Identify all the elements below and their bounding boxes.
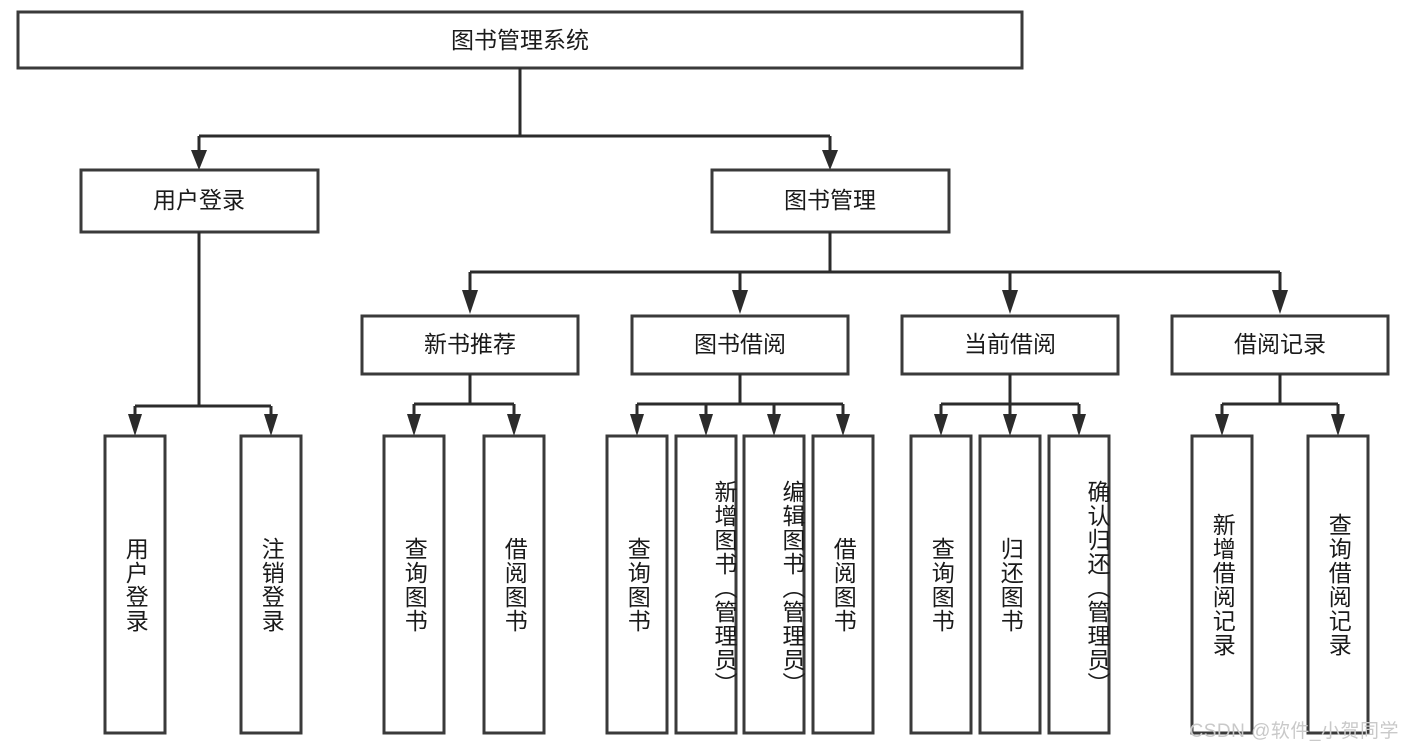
- node-current-borrow-box[interactable]: [900, 314, 1120, 376]
- arrowhead-book-borrow-leaf-1-icon: [630, 414, 644, 436]
- leaf-box-new-book-1[interactable]: [382, 434, 446, 735]
- leaf-box-current-borrow-2[interactable]: [978, 434, 1042, 735]
- leaf-box-book-borrow-4[interactable]: [811, 434, 875, 735]
- arrowhead-level3-3-icon: [1002, 290, 1018, 314]
- arrowhead-new-book-leaf-1-icon: [407, 414, 421, 436]
- node-root[interactable]: 图书管理系统: [16, 10, 1024, 70]
- arrowhead-level2-2-icon: [822, 150, 838, 170]
- arrowhead-current-borrow-leaf-2-icon: [1003, 414, 1017, 436]
- node-user-login-label: 用户登录: [153, 187, 245, 213]
- leaf-box-book-borrow-1[interactable]: [605, 434, 669, 735]
- arrowhead-borrow-record-leaf-2-icon: [1331, 414, 1345, 436]
- node-new-book-recommend-box[interactable]: [360, 314, 580, 376]
- arrowhead-level3-2-icon: [732, 290, 748, 314]
- arrowhead-level2-1-icon: [191, 150, 207, 170]
- leaf-box-book-borrow-3[interactable]: [742, 434, 806, 735]
- node-borrow-record[interactable]: 借阅记录: [1170, 314, 1390, 376]
- node-user-login[interactable]: 用户登录: [79, 168, 320, 234]
- arrowhead-book-borrow-leaf-2-icon: [699, 414, 713, 436]
- node-book-borrow-box[interactable]: [630, 314, 850, 376]
- arrowhead-user-login-leaf-1-icon: [128, 414, 142, 436]
- leaf-box-book-borrow-2[interactable]: [674, 434, 738, 735]
- leaf-box-current-borrow-1[interactable]: [909, 434, 973, 735]
- node-current-borrow-label: 当前借阅: [964, 331, 1056, 357]
- node-book-borrow-label: 图书借阅: [694, 331, 786, 357]
- arrowhead-current-borrow-leaf-1-icon: [934, 414, 948, 436]
- arrowhead-book-borrow-leaf-4-icon: [836, 414, 850, 436]
- leaf-box-new-book-2[interactable]: [482, 434, 546, 735]
- node-book-management-label: 图书管理: [784, 187, 876, 213]
- leaf-box-user-login-1[interactable]: [103, 434, 167, 735]
- arrowhead-level3-1-icon: [462, 290, 478, 314]
- leaf-box-borrow-record-2[interactable]: [1306, 434, 1370, 735]
- leaf-box-current-borrow-3[interactable]: [1047, 434, 1111, 735]
- arrowhead-new-book-leaf-2-icon: [507, 414, 521, 436]
- node-root-box[interactable]: [16, 10, 1024, 70]
- node-borrow-record-label: 借阅记录: [1234, 331, 1326, 357]
- arrowhead-book-borrow-leaf-3-icon: [767, 414, 781, 436]
- arrowhead-current-borrow-leaf-3-icon: [1072, 414, 1086, 436]
- node-root-label: 图书管理系统: [451, 27, 589, 53]
- node-book-management-box[interactable]: [710, 168, 951, 234]
- watermark-text: CSDN @软件_小贺同学: [1189, 721, 1399, 742]
- node-new-book-recommend-label: 新书推荐: [424, 331, 516, 357]
- leaf-box-borrow-record-1[interactable]: [1190, 434, 1254, 735]
- node-new-book-recommend[interactable]: 新书推荐: [360, 314, 580, 376]
- node-current-borrow[interactable]: 当前借阅: [900, 314, 1120, 376]
- arrowhead-user-login-leaf-2-icon: [264, 414, 278, 436]
- leaf-box-user-login-2[interactable]: [239, 434, 303, 735]
- node-book-borrow[interactable]: 图书借阅: [630, 314, 850, 376]
- node-borrow-record-box[interactable]: [1170, 314, 1390, 376]
- arrowhead-borrow-record-leaf-1-icon: [1215, 414, 1229, 436]
- node-book-management[interactable]: 图书管理: [710, 168, 951, 234]
- arrowhead-level3-4-icon: [1272, 290, 1288, 314]
